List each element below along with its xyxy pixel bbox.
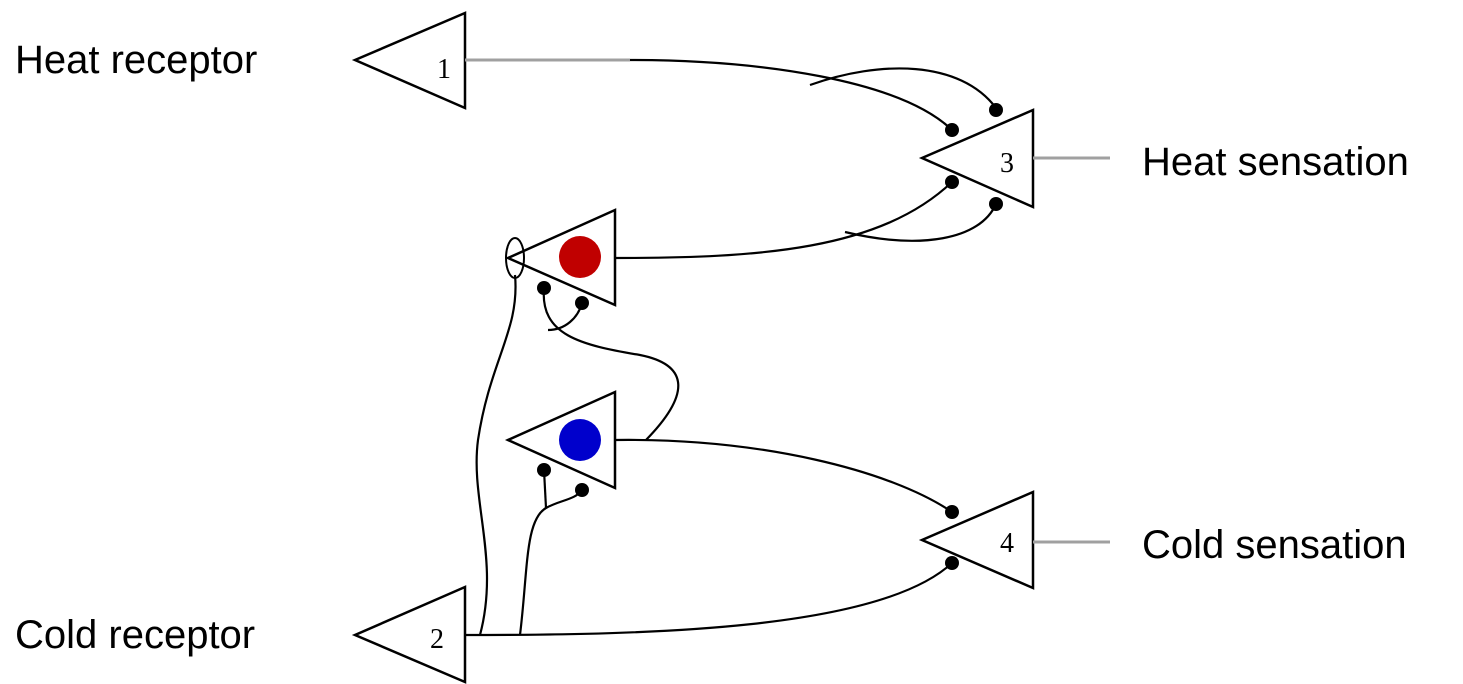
synapse-dot [537,463,551,477]
blue-interneuron-marker [559,419,601,461]
wire-2-to-blue [518,489,583,636]
wire-2-to-4 [464,562,953,637]
neuron-2-triangle [351,585,467,684]
wire-1-to-3-b [809,67,997,109]
wire-blue-to-4 [614,438,953,513]
synapse-dot [575,483,589,497]
heat-receptor-label: Heat receptor [15,38,258,82]
cold-receptor-label: Cold receptor [15,613,256,657]
synapse-dot [945,123,959,137]
synapse-dot [945,505,959,519]
heat-sensation-label: Heat sensation [1142,140,1409,184]
wire-2-to-red [475,274,517,636]
synapse-dot [989,197,1003,211]
cold-sensation-label: Cold sensation [1142,523,1407,567]
synapse-dot [989,103,1003,117]
synapse-dot [575,296,589,310]
neuron-2-number: 2 [430,624,444,655]
neuron-4-number: 4 [1000,528,1014,559]
neuron-4-triangle [918,490,1035,590]
neuron-3-number: 3 [1000,148,1014,179]
red-interneuron-marker [559,236,601,278]
wire-red-to-3-a [614,181,953,260]
wire-blue-to-red [542,287,680,441]
synapse-dot [537,281,551,295]
synapse-dot [945,175,959,189]
synapse-dot [945,556,959,570]
wire-red-to-3-b [844,203,998,242]
red-interneuron-soma-loop [505,237,525,279]
neuron-1-number: 1 [437,54,451,85]
wire-1-to-3-a [629,58,953,131]
